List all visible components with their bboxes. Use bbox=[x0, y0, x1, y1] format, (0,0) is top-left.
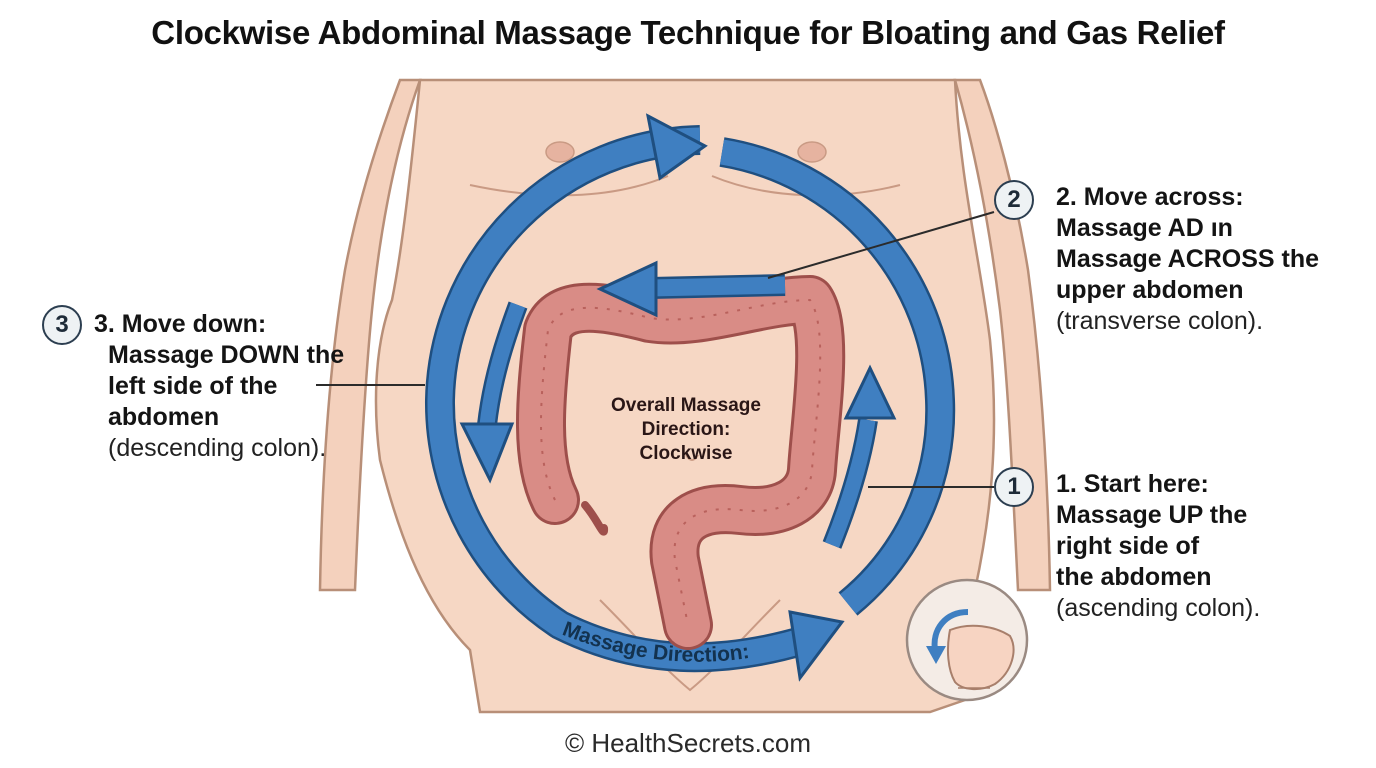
leader-line-step-2 bbox=[767, 211, 995, 279]
navel bbox=[685, 454, 699, 461]
step-1-line: the abdomen bbox=[1056, 563, 1212, 591]
pelvic-line bbox=[599, 599, 781, 692]
center-direction-label: Overall Massage Direction: Clockwise bbox=[578, 394, 794, 466]
hand-massage-icon bbox=[946, 624, 1015, 690]
step-3-line: Massage DOWN the bbox=[108, 341, 345, 369]
inner-arrow-up bbox=[822, 364, 897, 549]
torso-silhouette bbox=[374, 78, 996, 714]
center-label-line: Direction: bbox=[641, 419, 731, 440]
step-2-line: Massage AD ın bbox=[1056, 214, 1233, 242]
step-2-heading: 2. Move across: bbox=[1056, 183, 1244, 211]
nipple bbox=[545, 141, 575, 163]
step-3-heading: 3. Move down: bbox=[94, 310, 267, 338]
step-1-heading: 1. Start here: bbox=[1056, 470, 1209, 498]
right-arm bbox=[318, 78, 422, 592]
step-2-line: Massage ACROSS the bbox=[1056, 245, 1320, 273]
step-1-note: (ascending colon). bbox=[1056, 594, 1261, 622]
clockwise-circle-arrow bbox=[424, 113, 956, 682]
step-3-line: abdomen bbox=[108, 403, 220, 431]
colon-illustration bbox=[516, 275, 846, 650]
step-2-text: 2. Move across: Massage AD ın Massage AC… bbox=[1056, 182, 1319, 337]
step-3-badge: 3 bbox=[42, 305, 82, 345]
step-2-note: (transverse colon). bbox=[1056, 307, 1264, 335]
step-1-line: right side of bbox=[1056, 532, 1200, 560]
step-3-line: left side of the bbox=[108, 372, 278, 400]
copyright-credit: © HealthSecrets.com bbox=[564, 728, 812, 758]
inner-arrow-down bbox=[459, 301, 528, 484]
step-1-text: 1. Start here: Massage UP the right side… bbox=[1056, 469, 1260, 624]
nipple bbox=[797, 141, 827, 163]
step-3-text: 3. Move down: Massage DOWN the left side… bbox=[94, 309, 344, 464]
step-1-badge: 1 bbox=[994, 467, 1034, 507]
page-title: Clockwise Abdominal Massage Technique fo… bbox=[151, 14, 1225, 51]
inner-arrow-across bbox=[596, 260, 786, 318]
step-3-note: (descending colon). bbox=[108, 434, 327, 462]
step-2-line: upper abdomen bbox=[1056, 276, 1244, 304]
center-label-line: Overall Massage bbox=[611, 395, 761, 416]
step-2-badge: 2 bbox=[994, 180, 1034, 220]
circular-arrow-icon bbox=[931, 609, 969, 651]
step-1-line: Massage UP the bbox=[1056, 501, 1248, 529]
chest-line bbox=[469, 175, 669, 197]
hand-massage-inset bbox=[905, 578, 1029, 702]
center-label-line: Clockwise bbox=[639, 443, 733, 464]
